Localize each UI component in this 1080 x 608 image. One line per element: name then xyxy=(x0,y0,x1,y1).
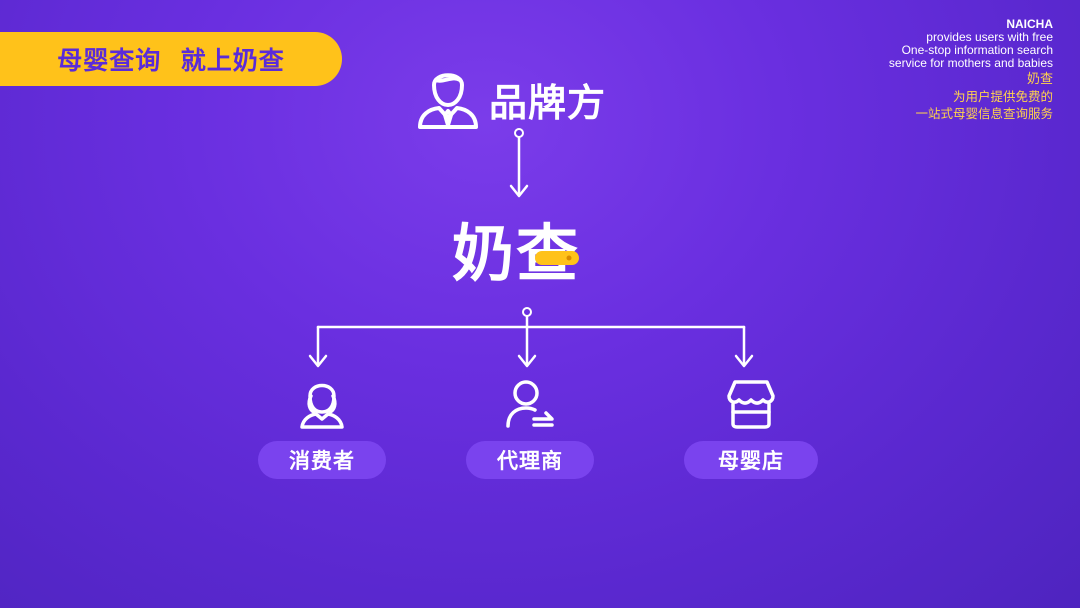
woman-user-icon xyxy=(258,374,386,430)
node-naicha: 奶查 xyxy=(452,208,580,290)
node-store: 母婴店 xyxy=(684,374,818,479)
node-store-label: 母婴店 xyxy=(684,441,818,479)
brand-en-line1: provides users with free xyxy=(926,30,1053,44)
connector-dot-center xyxy=(522,307,532,317)
brand-en-name: NAICHA xyxy=(1006,17,1053,31)
node-brand-owner-label: 品牌方 xyxy=(489,80,607,125)
brand-description: NAICHA provides users with free One-stop… xyxy=(889,18,1053,122)
user-transfer-icon xyxy=(466,374,594,430)
node-consumer: 消费者 xyxy=(258,374,386,479)
brand-en-line2: One-stop information search xyxy=(901,43,1053,57)
node-agent-label: 代理商 xyxy=(466,441,594,479)
node-consumer-label: 消费者 xyxy=(258,441,386,479)
brand-en-line3: service for mothers and babies xyxy=(888,56,1053,70)
node-naicha-label: 奶查 xyxy=(452,217,581,290)
node-brand-owner: 品牌方 xyxy=(415,64,606,134)
brand-cn-name: 奶查 xyxy=(1026,72,1053,87)
business-person-icon xyxy=(415,63,481,135)
node-agent: 代理商 xyxy=(466,374,594,479)
arrow-head-2 xyxy=(517,354,537,368)
connector-dot-top xyxy=(514,128,524,138)
brand-cn-line1: 为用户提供免费的 xyxy=(952,89,1053,104)
logo-accent-bar xyxy=(535,251,579,265)
shop-icon xyxy=(684,374,818,430)
brand-cn-line2: 一站式母婴信息查询服务 xyxy=(915,106,1053,121)
arrow-head-center xyxy=(509,184,529,198)
arrow-head-1 xyxy=(308,354,328,368)
slogan-banner: 母婴查询 就上奶查 xyxy=(0,32,342,86)
arrow-head-3 xyxy=(734,354,754,368)
slogan-text: 母婴查询 就上奶查 xyxy=(57,46,285,75)
